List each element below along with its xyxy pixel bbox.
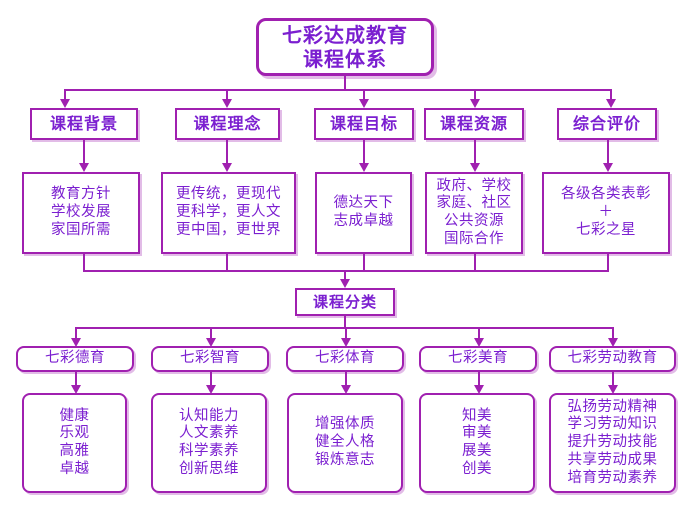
arrow-down-leaf-0 (71, 385, 81, 394)
connector-category-drop-2 (345, 327, 347, 339)
pillar-detail-4: 各级各类表彰 ＋ 七彩之星 (542, 172, 670, 254)
connector-category-drop-3 (478, 327, 480, 339)
connector-category-drop-0 (75, 327, 77, 339)
connector-detail-out-0 (83, 254, 85, 271)
connector-leaf-stem-4 (612, 372, 614, 386)
arrow-down-leaf-3 (474, 385, 484, 394)
category-items-0: 健康 乐观 高雅 卓越 (22, 393, 127, 493)
arrow-down-pillar-1 (222, 99, 232, 108)
arrow-down-detail-0 (79, 163, 89, 172)
pillar-detail-1: 更传统，更现代 更科学，更人文 更中国，更世界 (161, 172, 296, 254)
connector-pillar-drop-3 (474, 89, 476, 100)
connector-classification-bus (83, 270, 609, 272)
pillar-header-3[interactable]: 课程资源 (424, 108, 524, 140)
arrow-down-pillar-2 (359, 99, 369, 108)
connector-pillar-drop-4 (610, 89, 612, 100)
connector-leaf-stem-2 (345, 372, 347, 386)
category-items-1: 认知能力 人文素养 科学素养 创新思维 (151, 393, 267, 493)
connector-category-bus (76, 327, 613, 329)
connector-pillar-drop-0 (64, 89, 66, 100)
arrow-down-pillar-4 (606, 99, 616, 108)
category-items-4: 弘扬劳动精神 学习劳动知识 提升劳动技能 共享劳动成果 培育劳动素养 (549, 393, 676, 493)
connector-detail-out-2 (363, 254, 365, 271)
category-header-4[interactable]: 七彩劳动教育 (549, 346, 676, 372)
pillar-header-4[interactable]: 综合评价 (557, 108, 657, 140)
arrow-down-category-1 (206, 338, 216, 347)
arrow-down-detail-3 (470, 163, 480, 172)
connector-classification-stem (344, 270, 346, 280)
diagram-title-box: 七彩达成教育 课程体系 (256, 18, 434, 76)
pillar-detail-3: 政府、学校 家庭、社区 公共资源 国际合作 (425, 172, 523, 254)
arrow-down-category-4 (608, 338, 618, 347)
connector-category-stem (344, 316, 346, 328)
arrow-down-detail-2 (359, 163, 369, 172)
pillar-detail-2: 德达天下 志成卓越 (315, 172, 412, 254)
connector-leaf-stem-0 (75, 372, 77, 386)
category-items-2: 增强体质 健全人格 锻炼意志 (287, 393, 403, 493)
connector-pillar-drop-1 (226, 89, 228, 100)
pillar-header-2[interactable]: 课程目标 (314, 108, 414, 140)
connector-detail-stem-0 (83, 140, 85, 164)
arrow-down-pillar-3 (470, 99, 480, 108)
connector-leaf-stem-1 (210, 372, 212, 386)
connector-detail-stem-4 (607, 140, 609, 164)
connector-pillar-drop-2 (363, 89, 365, 100)
connector-category-drop-1 (210, 327, 212, 339)
connector-detail-out-3 (474, 254, 476, 271)
arrow-down-leaf-1 (206, 385, 216, 394)
category-items-3: 知美 审美 展美 创美 (419, 393, 535, 493)
arrow-down-category-0 (71, 338, 81, 347)
arrow-down-detail-1 (222, 163, 232, 172)
connector-detail-out-4 (607, 254, 609, 271)
classification-box[interactable]: 课程分类 (295, 288, 395, 316)
connector-detail-out-1 (226, 254, 228, 271)
arrow-down-category-2 (341, 338, 351, 347)
category-header-3[interactable]: 七彩美育 (419, 346, 537, 372)
connector-category-drop-4 (612, 327, 614, 339)
connector-title-stem (344, 76, 346, 90)
pillar-header-0[interactable]: 课程背景 (30, 108, 138, 140)
category-header-2[interactable]: 七彩体育 (286, 346, 404, 372)
connector-detail-stem-2 (363, 140, 365, 164)
arrow-down-leaf-2 (341, 385, 351, 394)
arrow-down-pillar-0 (60, 99, 70, 108)
category-header-1[interactable]: 七彩智育 (151, 346, 269, 372)
pillar-detail-0: 教育方针 学校发展 家国所需 (22, 172, 140, 254)
connector-pillar-bus (65, 89, 611, 91)
arrow-down-detail-4 (603, 163, 613, 172)
category-header-0[interactable]: 七彩德育 (16, 346, 134, 372)
arrow-down-classification (340, 279, 350, 288)
connector-leaf-stem-3 (478, 372, 480, 386)
arrow-down-category-3 (474, 338, 484, 347)
connector-detail-stem-1 (226, 140, 228, 164)
arrow-down-leaf-4 (608, 385, 618, 394)
connector-detail-stem-3 (474, 140, 476, 164)
pillar-header-1[interactable]: 课程理念 (175, 108, 280, 140)
